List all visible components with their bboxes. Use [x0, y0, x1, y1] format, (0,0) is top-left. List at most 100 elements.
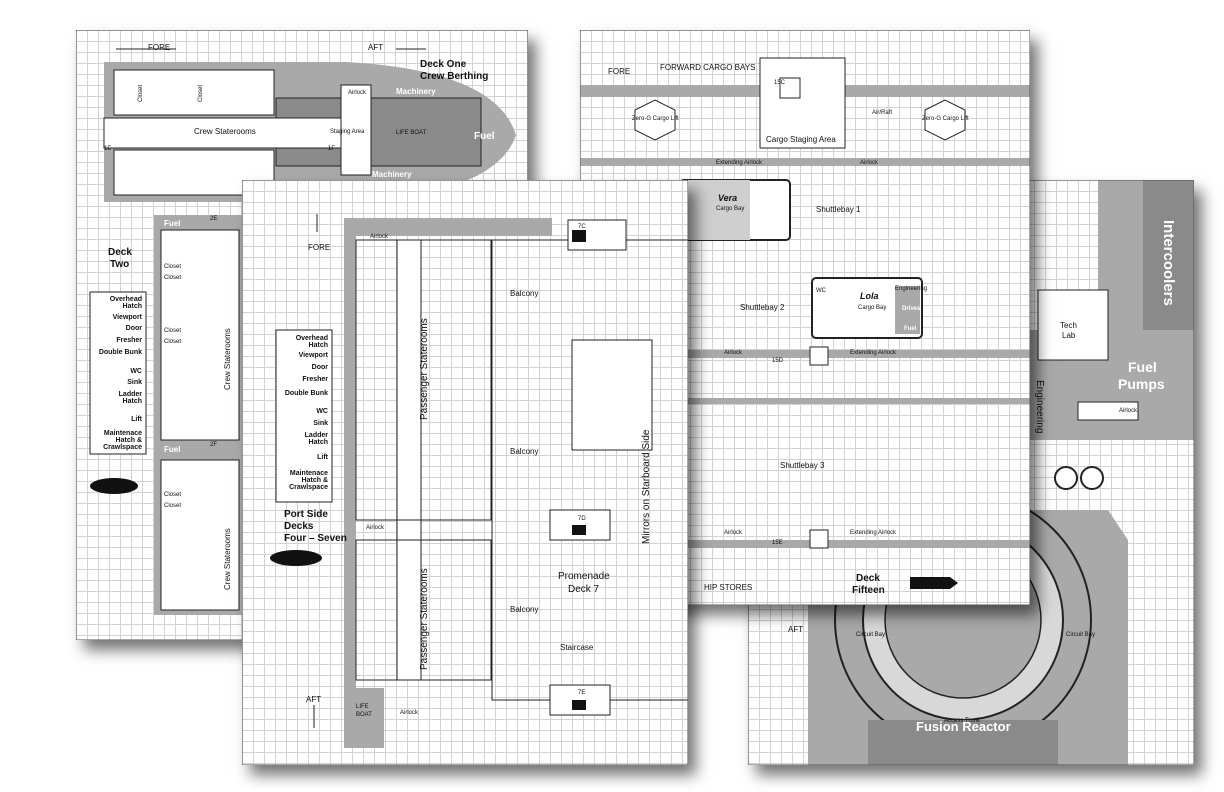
legend-overhead-hatch: Overhead Hatch [109, 296, 142, 310]
airlock-bottom: Airlock [724, 530, 743, 536]
machinery-top-label: Machinery [396, 87, 436, 96]
aft-label: AFT [788, 625, 804, 634]
extending-airlock-mid: Extending Airlock [850, 350, 897, 356]
legend-door: Door [125, 325, 142, 332]
hatch-15e: 15E [772, 540, 783, 546]
circuit-bay-left: Circuit Bay [856, 632, 886, 638]
hatch-15c: 15C [774, 80, 786, 86]
machinery-bottom-label: Machinery [372, 170, 412, 179]
mirrors-label: Mirrors on Starboard Side [641, 429, 652, 545]
balcony-2: Balcony [510, 447, 539, 456]
legend-overhead-hatch: Overhead Hatch [295, 335, 328, 349]
legend-wc: WC [130, 368, 142, 375]
ship-stores-label: HIP STORES [704, 583, 753, 592]
hatch-1f: 1F [328, 146, 336, 152]
deck-one-title: Deck One [420, 59, 467, 70]
engineering-label: Engineering [1034, 380, 1045, 434]
deck-fifteen-title: Deck [856, 573, 880, 584]
balcony-3: Balcony [510, 605, 539, 614]
closet-2: Closet [164, 275, 182, 281]
extending-airlock-top: Extending Airlock [716, 160, 763, 166]
legend-double-bunk: Double Bunk [284, 390, 328, 397]
legend-lift: Lift [317, 454, 328, 461]
promenade-label: Promenade [558, 571, 610, 582]
life-boat-label-2: BOAT [356, 712, 372, 718]
hatch-7c: 7C [578, 224, 586, 230]
zero-g-lift-left: Zero-G Cargo Lift [632, 116, 679, 122]
life-boat-label: LIFE BOAT [396, 130, 427, 136]
legend-viewport: Viewport [298, 352, 328, 359]
shuttlebay-2-label: Shuttlebay 2 [740, 303, 785, 312]
aft-label: AFT [368, 43, 384, 52]
sheet-port-side-decks: FORE AFT Airlock Airlock Airlock Passeng… [242, 180, 688, 765]
legend-ladder-hatch: Ladder Hatch [304, 432, 328, 446]
closet-6: Closet [164, 503, 182, 509]
legend-fresher: Fresher [116, 337, 142, 344]
fuel-deck-two-top: Fuel [164, 219, 181, 228]
legend-viewport: Viewport [112, 314, 142, 321]
lola-engineering: Engineering [895, 286, 928, 292]
legend-sink: Sink [313, 420, 328, 427]
closet-top-1: Closet [138, 84, 144, 102]
closet-5: Closet [164, 492, 182, 498]
crew-berthing-title: Crew Berthing [420, 71, 489, 82]
legend-double-bunk: Double Bunk [98, 349, 142, 356]
hatch-2f: 2F [210, 442, 218, 448]
legend-maintenance: Maintenace Hatch & Crawlspace [103, 430, 142, 451]
closet-1: Closet [164, 264, 182, 270]
passenger-staterooms-upper: Passenger Staterooms [419, 318, 430, 420]
airlock-top: Airlock [860, 160, 879, 166]
fore-label: FORE [308, 243, 331, 252]
deck-fifteen-plan [580, 30, 1030, 605]
port-side-title: Port Side [284, 509, 328, 520]
aft-label: AFT [306, 695, 322, 704]
access-trunk-label: Access Trunk [944, 718, 981, 724]
airlock-label: Airlock [1119, 408, 1138, 414]
air-raft-label: Air/Raft [872, 110, 893, 116]
fuel-pumps-label-2: Pumps [1118, 376, 1165, 392]
lola-wc: WC [816, 288, 826, 294]
extending-airlock-bottom: Extending Airlock [850, 530, 897, 536]
life-boat-label: LIFE [356, 704, 369, 710]
airlock-bottom: Airlock [400, 710, 419, 716]
crew-staterooms-deck-two-b: Crew Staterooms [223, 528, 232, 590]
tech-lab-label-2: Lab [1062, 331, 1076, 340]
closet-top-2: Closet [198, 84, 204, 102]
passenger-staterooms-lower: Passenger Staterooms [419, 568, 430, 670]
legend-maintenance: Maintenace Hatch & Crawlspace [289, 470, 328, 491]
lola-label: Lola [860, 291, 879, 301]
airlock-mid: Airlock [724, 350, 743, 356]
staircase-label: Staircase [560, 643, 594, 652]
four-seven-title: Four – Seven [284, 533, 347, 544]
deck-one-two-plan [76, 30, 528, 640]
deck-two-title-2: Two [110, 259, 130, 270]
cargo-staging-label: Cargo Staging Area [766, 135, 836, 144]
balcony-1: Balcony [510, 289, 539, 298]
lola-fuel: Fuel [904, 326, 917, 332]
airlock-deck-one: Airlock [348, 90, 367, 96]
zero-g-lift-right: Zero-G Cargo Lift [922, 116, 969, 122]
circuit-bay-right: Circuit Bay [1066, 632, 1096, 638]
decks-title: Decks [284, 521, 314, 532]
legend-lift: Lift [131, 416, 142, 423]
hatch-15d: 15D [772, 358, 784, 364]
shuttlebay-1-label: Shuttlebay 1 [816, 205, 861, 214]
intercoolers-label: Intercoolers [1160, 220, 1177, 306]
fore-label: FORE [608, 67, 631, 76]
shuttlebay-3-label: Shuttlebay 3 [780, 461, 825, 470]
tech-lab-label: Tech [1060, 321, 1077, 330]
hatch-7e: 7E [578, 690, 586, 696]
legend-fresher: Fresher [302, 376, 328, 383]
closet-3: Closet [164, 328, 182, 334]
vera-cargo-bay: Cargo Bay [716, 206, 745, 212]
airlock-mid: Airlock [366, 525, 385, 531]
staging-area-label: Staging Area [330, 129, 365, 135]
fuel-deck-one-label: Fuel [474, 131, 495, 142]
legend-wc: WC [316, 408, 328, 415]
crew-staterooms-deck-two-a: Crew Staterooms [223, 328, 232, 390]
forward-cargo-bays-label: FORWARD CARGO BAYS [660, 63, 756, 72]
legend-sink: Sink [127, 379, 142, 386]
fusion-reactor-label: Fusion Reactor [916, 719, 1011, 734]
hatch-2e: 2E [210, 216, 218, 222]
fuel-pumps-label: Fuel [1128, 359, 1157, 375]
